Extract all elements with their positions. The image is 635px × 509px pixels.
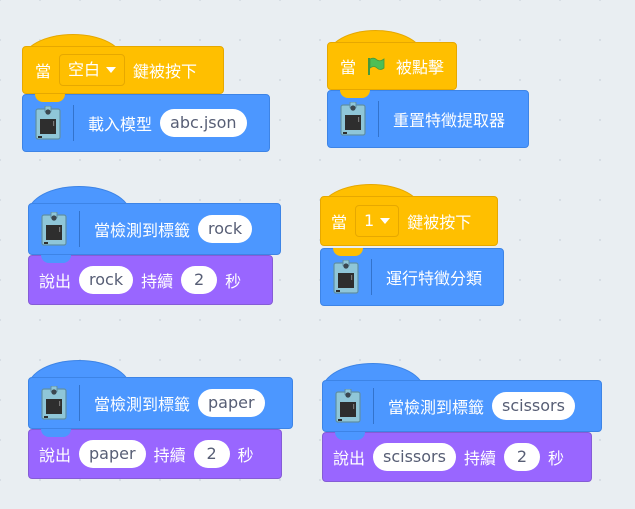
device-icon [333, 260, 359, 294]
say-for-secs-block[interactable]: 說出 scissors 持續 2 秒 [322, 432, 592, 482]
notch [41, 255, 71, 263]
unit-label: 秒 [237, 446, 254, 465]
separator [371, 259, 372, 295]
say-for-secs-block[interactable]: 說出 rock 持續 2 秒 [28, 255, 273, 305]
hat-suffix: 被點擊 [396, 58, 445, 77]
key-dropdown-value: 1 [364, 211, 375, 230]
notch [333, 248, 363, 256]
hat-suffix: 鍵被按下 [407, 213, 472, 232]
when-key-pressed-hat-block[interactable]: 當 空白 鍵被按下 [22, 46, 224, 94]
message-input[interactable]: paper [79, 440, 146, 468]
label-input[interactable]: rock [198, 215, 253, 243]
when-label-detected-hat-block[interactable]: 當檢測到標籤 scissors [322, 380, 602, 432]
block-label: 重置特徵提取器 [393, 111, 506, 130]
secs-input[interactable]: 2 [503, 443, 540, 471]
say-label: 說出 [39, 446, 72, 465]
device-icon [41, 386, 67, 420]
separator [73, 105, 74, 141]
when-label-detected-hat-block[interactable]: 當檢測到標籤 rock [28, 203, 281, 255]
unit-label: 秒 [547, 449, 564, 468]
secs-input[interactable]: 2 [193, 440, 230, 468]
device-icon [335, 389, 361, 423]
hat-prefix: 當 [340, 58, 357, 77]
block-label: 載入模型 [88, 115, 153, 134]
for-label: 持續 [463, 449, 496, 468]
hat-prefix: 當 [331, 213, 348, 232]
separator [79, 385, 80, 421]
message-input[interactable]: scissors [373, 443, 456, 471]
for-label: 持續 [153, 446, 186, 465]
when-label-detected-hat-block[interactable]: 當檢測到標籤 paper [28, 377, 293, 429]
notch [335, 432, 365, 440]
block-label: 當檢測到標籤 [94, 395, 191, 414]
say-label: 說出 [333, 449, 366, 468]
separator [373, 388, 374, 424]
reset-feature-extractor-block[interactable]: 重置特徵提取器 [327, 90, 529, 148]
say-label: 說出 [39, 272, 72, 291]
label-input[interactable]: paper [198, 389, 265, 417]
chevron-down-icon [380, 218, 391, 224]
key-dropdown-value: 空白 [68, 60, 101, 79]
device-icon [35, 106, 61, 140]
block-label: 當檢測到標籤 [388, 398, 485, 417]
block-label: 當檢測到標籤 [94, 221, 191, 240]
unit-label: 秒 [225, 272, 242, 291]
notch [35, 94, 65, 102]
label-input[interactable]: scissors [492, 392, 575, 420]
secs-input[interactable]: 2 [181, 266, 218, 294]
load-model-block[interactable]: 載入模型 abc.json [22, 94, 270, 152]
hat-suffix: 鍵被按下 [133, 62, 198, 81]
key-dropdown[interactable]: 空白 [59, 54, 126, 86]
hat-prefix: 當 [35, 62, 52, 81]
when-key-pressed-hat-block[interactable]: 當 1 鍵被按下 [320, 196, 498, 246]
green-flag-icon [368, 57, 385, 75]
device-icon [340, 102, 366, 136]
separator [378, 101, 379, 137]
run-feature-classification-block[interactable]: 運行特徵分類 [320, 248, 504, 306]
notch [340, 90, 370, 98]
message-input[interactable]: rock [79, 266, 134, 294]
key-dropdown[interactable]: 1 [355, 205, 400, 237]
say-for-secs-block[interactable]: 說出 paper 持續 2 秒 [28, 429, 282, 479]
notch [41, 429, 71, 437]
separator [79, 211, 80, 247]
model-file-input[interactable]: abc.json [160, 109, 247, 137]
block-label: 運行特徵分類 [386, 269, 483, 288]
chevron-down-icon [106, 67, 117, 73]
when-flag-clicked-hat-block[interactable]: 當 被點擊 [327, 42, 457, 90]
device-icon [41, 212, 67, 246]
for-label: 持續 [141, 272, 174, 291]
